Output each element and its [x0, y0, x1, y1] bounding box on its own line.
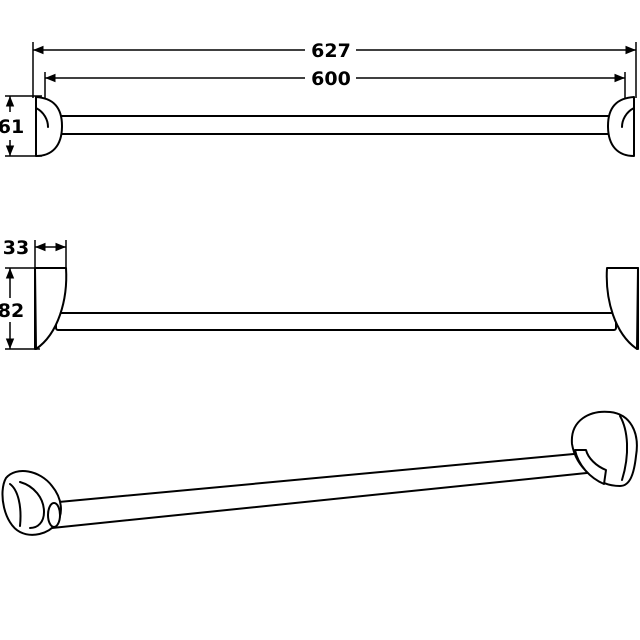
left-bracket: [35, 96, 63, 157]
left-bracket-contour: [35, 107, 49, 128]
right-bracket-front: [605, 267, 639, 350]
right-bracket-contour: [621, 107, 635, 128]
front-view: 33 82: [0, 237, 639, 350]
dimension-label-bar-length: 600: [311, 68, 351, 90]
right-bracket: [607, 96, 635, 157]
dimension-label-bracket-height-side: 82: [0, 300, 24, 322]
top-view: 627 600 61: [0, 40, 637, 157]
perspective-view: [1, 410, 638, 536]
dimension-label-bracket-height-top: 61: [0, 116, 24, 138]
right-bracket-arm: [574, 449, 607, 485]
left-bracket-inner-contour-a: [9, 483, 22, 527]
dimension-label-bracket-depth: 33: [3, 237, 29, 259]
left-bracket-inner-contour-b: [19, 481, 45, 529]
dimension-label-overall-width: 627: [311, 40, 351, 62]
right-bracket-inner-contour: [619, 415, 629, 481]
towel-bar-rod-perspective: [47, 450, 612, 529]
left-bracket-front: [34, 267, 68, 350]
towel-bar-rod: [51, 115, 619, 135]
left-bracket-socket: [47, 502, 61, 528]
towel-bar-rod-front: [55, 312, 617, 331]
